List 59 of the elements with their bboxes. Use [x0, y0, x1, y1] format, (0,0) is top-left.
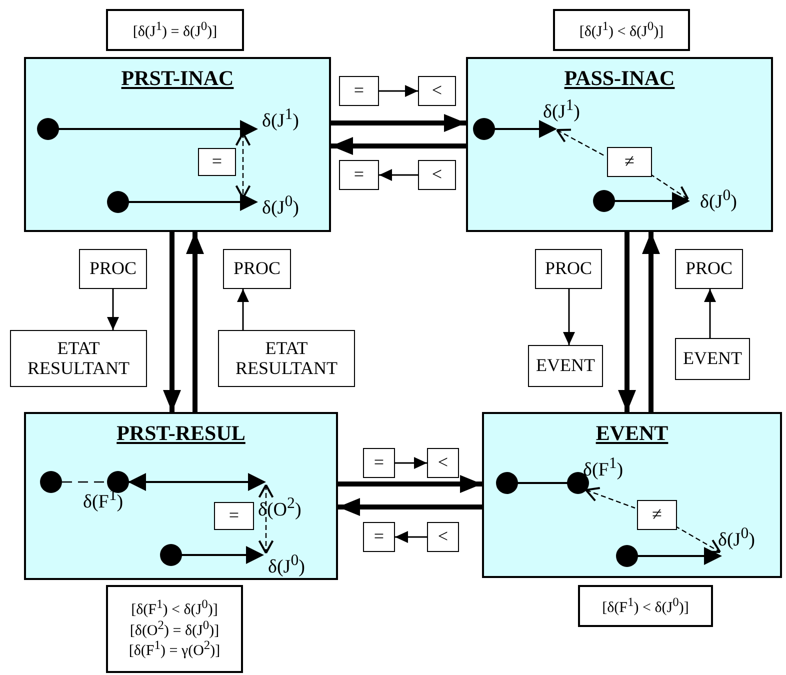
- relation-box: <: [418, 160, 456, 190]
- arrow: [379, 85, 418, 97]
- arrow: [237, 289, 249, 330]
- state-title: EVENT: [596, 422, 668, 446]
- relation-box: <: [418, 76, 456, 106]
- relation-box: =: [339, 76, 379, 106]
- state-box: [24, 57, 331, 232]
- constraint-formula: [δ(F$^{1}$) < δ(J$^{0}$)]: [131, 598, 218, 619]
- state-title: PRST-INAC: [121, 67, 234, 90]
- process-box: PROC: [675, 249, 743, 289]
- relation-box: <: [427, 448, 459, 478]
- relation-box: =: [339, 160, 379, 190]
- interval-label: δ(O$^{2}$): [258, 495, 302, 522]
- arrow: [331, 114, 466, 132]
- arrow: [563, 289, 575, 345]
- arrow: [331, 137, 466, 155]
- state-box: [24, 412, 338, 580]
- process-box: PROC: [223, 249, 291, 289]
- interval-label: δ(J$^{1}$): [543, 97, 580, 124]
- interval-label: δ(J$^{0}$): [268, 552, 305, 578]
- result-box: ETAT RESULTANT: [10, 330, 147, 387]
- arrow: [395, 531, 427, 543]
- arrow: [379, 169, 418, 181]
- constraint-formula: [δ(O$^{2}$) = δ(J$^{0}$)]: [130, 618, 220, 640]
- constraint-box: [δ(J$^{1}$) = δ(J$^{0}$)]: [106, 9, 244, 51]
- result-box: ETAT RESULTANT: [218, 330, 355, 387]
- relation-box: =: [214, 502, 254, 530]
- arrow: [338, 498, 482, 516]
- process-box: PROC: [79, 249, 147, 289]
- constraint-box: [106, 585, 243, 673]
- relation-box: <: [427, 522, 459, 552]
- arrow: [642, 232, 660, 412]
- event-box: EVENT: [675, 338, 750, 380]
- relation-box: =: [363, 522, 395, 552]
- relation-box: ≠: [637, 500, 677, 530]
- relation-box: ≠: [607, 147, 652, 177]
- arrow: [186, 232, 204, 412]
- interval-label: δ(J$^{0}$): [718, 525, 755, 552]
- arrow: [163, 232, 181, 412]
- interval-label: δ(J$^{1}$): [262, 106, 299, 132]
- constraint-box: [δ(F$^{1}$) < δ(J$^{0}$)]: [578, 585, 713, 627]
- relation-box: =: [198, 148, 236, 176]
- arrow: [618, 232, 636, 412]
- arrow: [704, 289, 716, 338]
- relation-box: =: [363, 448, 395, 478]
- interval-label: δ(F$^{1}$): [583, 455, 624, 482]
- constraint-formula: [δ(F$^{1}$) = γ(O$^{2}$)]: [128, 639, 220, 660]
- interval-label: δ(J$^{0}$): [262, 193, 299, 220]
- arrow: [107, 289, 119, 330]
- state-title: PRST-RESUL: [116, 422, 246, 446]
- event-box: EVENT: [528, 345, 603, 387]
- arrow: [395, 457, 427, 469]
- state-box: [466, 57, 773, 232]
- constraint-box: [δ(J$^{1}$) < δ(J$^{0}$)]: [553, 9, 690, 51]
- state-title: PASS-INAC: [564, 67, 675, 90]
- state-box: [482, 412, 782, 578]
- arrow: [338, 475, 482, 493]
- process-box: PROC: [535, 249, 602, 289]
- interval-label: δ(J$^{0}$): [700, 187, 737, 214]
